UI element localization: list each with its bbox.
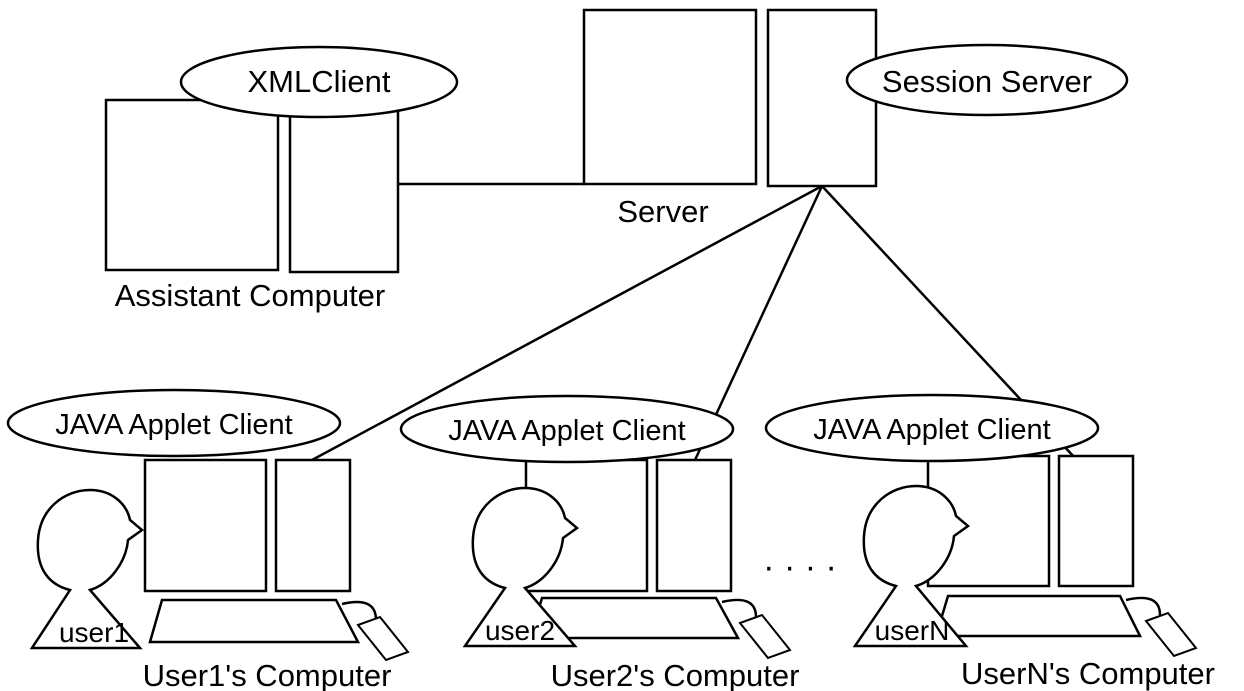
session-server-label: Session Server xyxy=(882,64,1092,99)
assistant-computer-label: Assistant Computer xyxy=(115,278,386,313)
assistant-tower xyxy=(288,98,400,274)
server-node: Session Server Server xyxy=(582,8,1129,229)
server-display xyxy=(582,8,758,186)
user1-keyboard xyxy=(148,598,361,644)
server-tower xyxy=(766,8,878,188)
user1-monitor xyxy=(143,458,268,593)
more-users-ellipsis: · · · · xyxy=(763,548,837,586)
user1-computer-node: user1 JAVA Applet Client User1's Compute… xyxy=(6,388,410,691)
userN-mouse-cable xyxy=(1125,596,1162,616)
assistant-display xyxy=(104,98,280,272)
user1-mouse xyxy=(356,615,410,662)
userN-name: userN xyxy=(875,615,950,646)
user1-person xyxy=(29,488,145,650)
user1-tower xyxy=(274,458,352,593)
xmlclient-label: XMLClient xyxy=(248,64,391,99)
userN-tower xyxy=(1057,454,1135,588)
link-server-user1 xyxy=(311,184,823,462)
user2-tower xyxy=(655,458,733,593)
userN-applet-process xyxy=(764,393,1100,463)
userN-keyboard xyxy=(934,594,1143,638)
user2-mouse-cable xyxy=(721,598,758,618)
user1-computer-label: User1's Computer xyxy=(143,658,392,691)
xmlclient-process xyxy=(179,45,459,119)
userN-computer-node: userN JAVA Applet Client UserN's Compute… xyxy=(764,393,1215,691)
user2-applet-label: JAVA Applet Client xyxy=(448,415,686,447)
user1-applet-label: JAVA Applet Client xyxy=(55,409,293,441)
user2-computer-node: user2 JAVA Applet Client User2's Compute… xyxy=(399,394,800,691)
user1-mouse-cable xyxy=(341,600,378,621)
user2-person xyxy=(462,486,580,648)
userN-mouse xyxy=(1144,611,1198,658)
assistant-computer-node: XMLClient Assistant Computer xyxy=(104,45,459,313)
user2-mouse xyxy=(738,613,792,660)
user1-applet-process xyxy=(6,388,342,458)
userN-applet-label: JAVA Applet Client xyxy=(813,414,1051,446)
userN-person xyxy=(852,484,971,648)
user2-name: user2 xyxy=(485,615,555,646)
user2-applet-process xyxy=(399,394,735,464)
userN-computer-label: UserN's Computer xyxy=(961,656,1215,691)
user1-name: user1 xyxy=(59,617,129,648)
server-label: Server xyxy=(617,194,708,229)
user2-computer-label: User2's Computer xyxy=(551,658,800,691)
session-server-process xyxy=(845,43,1129,117)
